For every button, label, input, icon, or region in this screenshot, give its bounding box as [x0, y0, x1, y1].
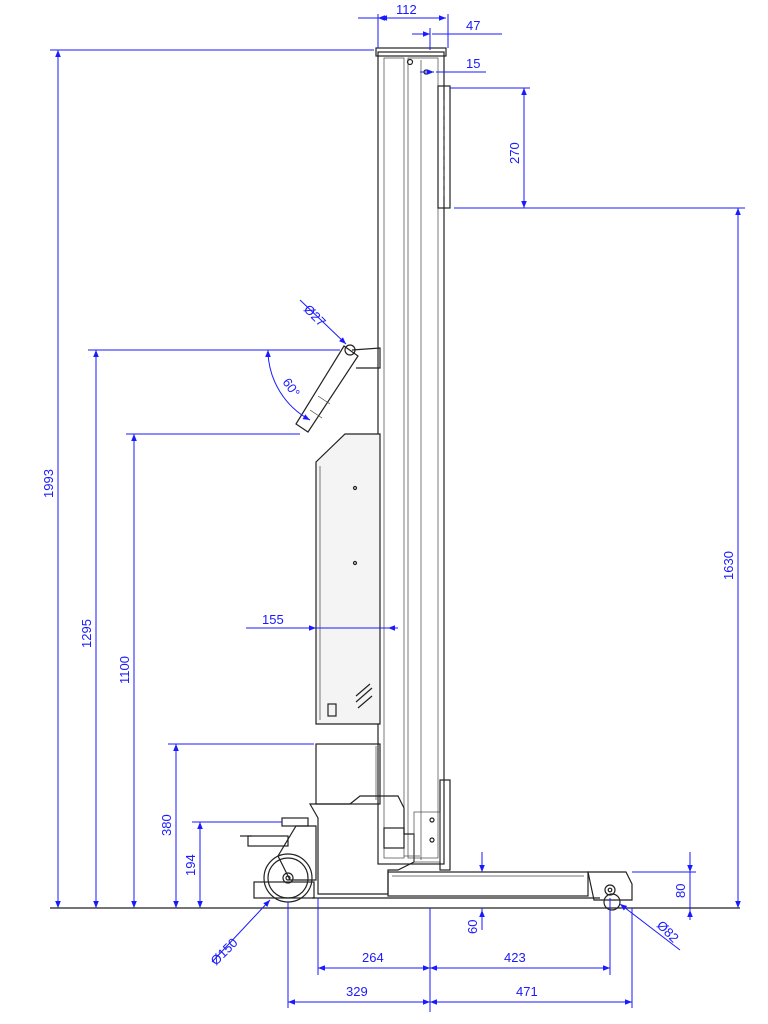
dim-194: 194 [183, 854, 198, 876]
dim-471: 471 [516, 984, 538, 999]
dim-270: 270 [507, 142, 522, 164]
dim-423: 423 [504, 950, 526, 965]
dim-diameter-27: Ø27 [301, 302, 329, 330]
dim-112: 112 [396, 2, 417, 17]
dim-80: 80 [673, 884, 688, 898]
dim-155: 155 [262, 612, 284, 627]
dim-60: 60 [465, 920, 480, 934]
lift-column [50, 47, 740, 911]
dimension-lines [50, 14, 745, 1012]
dim-diameter-82: Ø82 [654, 918, 682, 946]
dim-1100: 1100 [117, 656, 132, 684]
dim-47: 47 [466, 18, 480, 33]
dim-15: 15 [466, 56, 480, 71]
dim-329: 329 [346, 984, 368, 999]
dim-264: 264 [362, 950, 384, 965]
dim-1630: 1630 [721, 551, 736, 580]
dim-380: 380 [159, 814, 174, 836]
dim-diameter-150: Ø150 [208, 935, 241, 968]
dim-1993: 1993 [41, 469, 56, 498]
dimension-labels: 112 47 15 270 Ø27 60° 1993 1295 1100 155… [41, 2, 736, 999]
dim-1295: 1295 [79, 619, 94, 648]
